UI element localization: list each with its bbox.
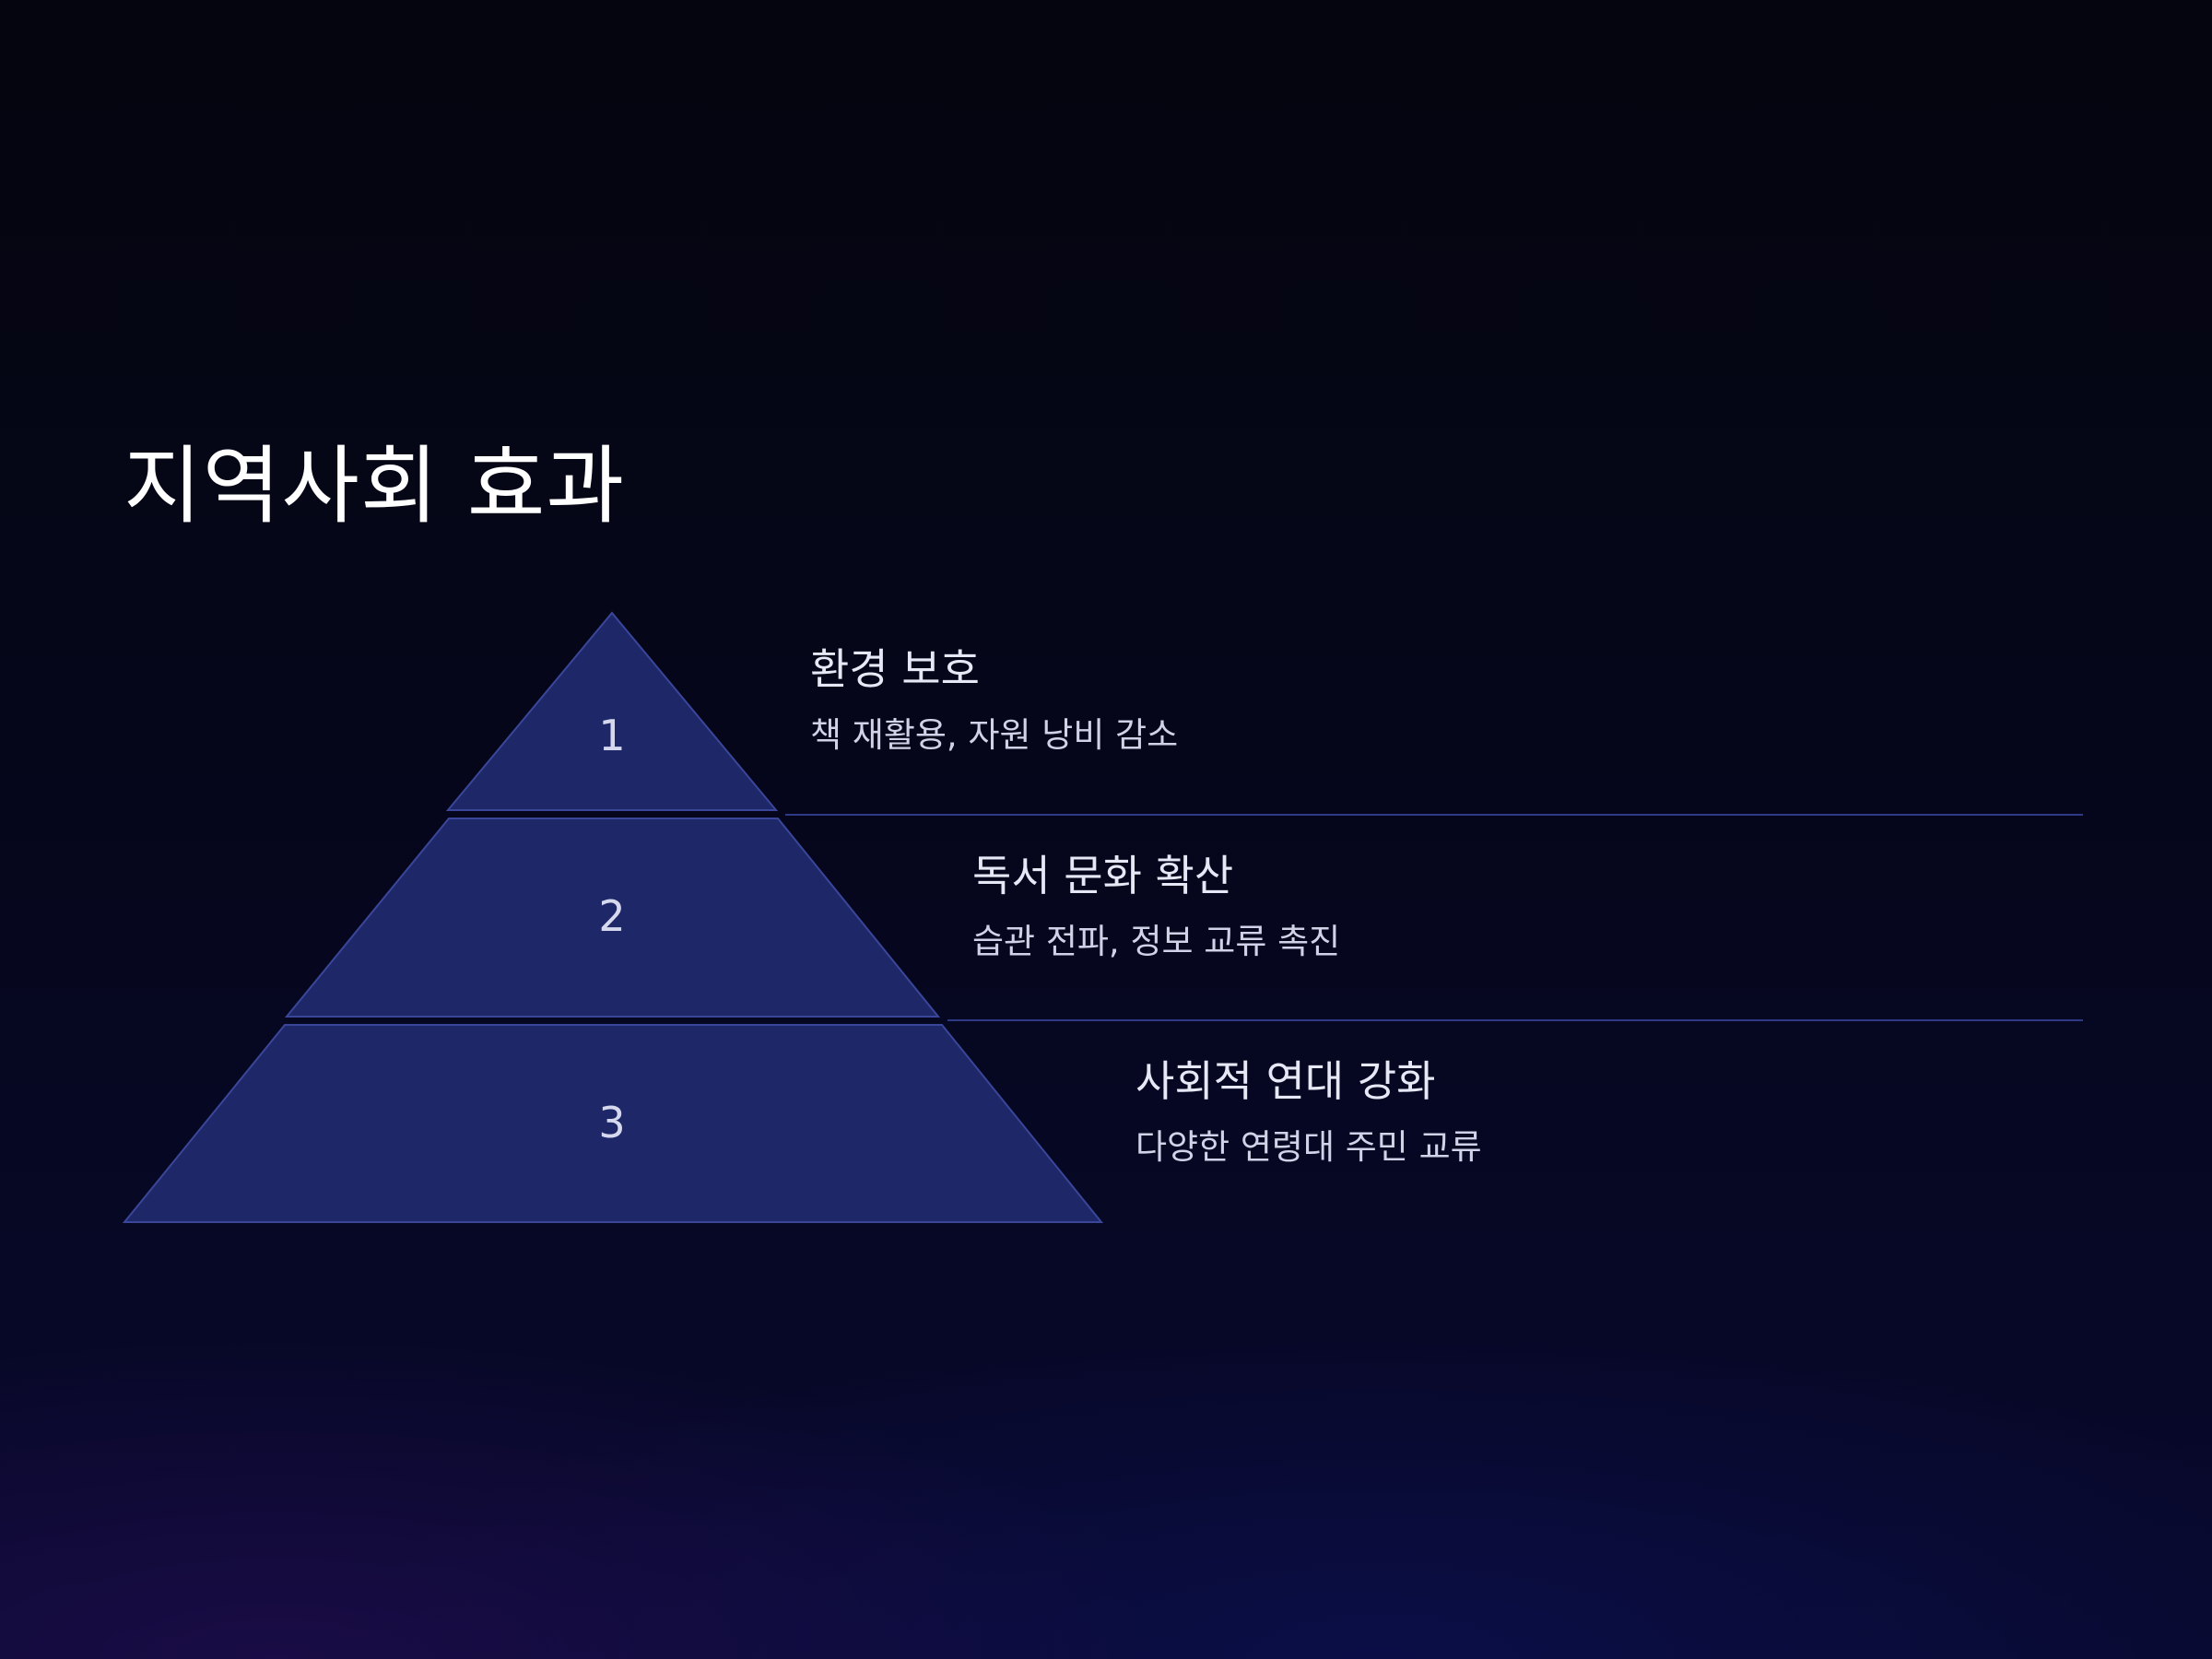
tier-number-2: 2 (598, 891, 626, 941)
tier-text-1: 환경 보호 책 재활용, 자원 낭비 감소 (810, 641, 1178, 758)
tier-text-2: 독서 문화 확산 습관 전파, 정보 교류 촉진 (972, 848, 1340, 964)
pyramid-tier-1 (445, 611, 779, 811)
tier-heading-3: 사회적 연대 강화 (1135, 1056, 1436, 1106)
pyramid-tier-3 (122, 1024, 1104, 1223)
tier-number-3: 3 (598, 1098, 626, 1147)
tier-description-2: 습관 전파, 정보 교류 촉진 (972, 922, 1341, 961)
tier-heading-1: 환경 보호 (810, 644, 980, 694)
tier-description-3: 다양한 연령대 주민 교류 (1135, 1127, 1482, 1167)
pyramid-tier-2 (284, 818, 941, 1018)
tier-description-1: 책 재활용, 자원 낭비 감소 (810, 715, 1179, 755)
tier-text-3: 사회적 연대 강화 다양한 연령대 주민 교류 (1135, 1053, 1482, 1170)
tier-heading-2: 독서 문화 확산 (972, 851, 1234, 900)
slide-title: 지역사회 효과 (124, 437, 626, 535)
tier-number-1: 1 (598, 711, 626, 760)
